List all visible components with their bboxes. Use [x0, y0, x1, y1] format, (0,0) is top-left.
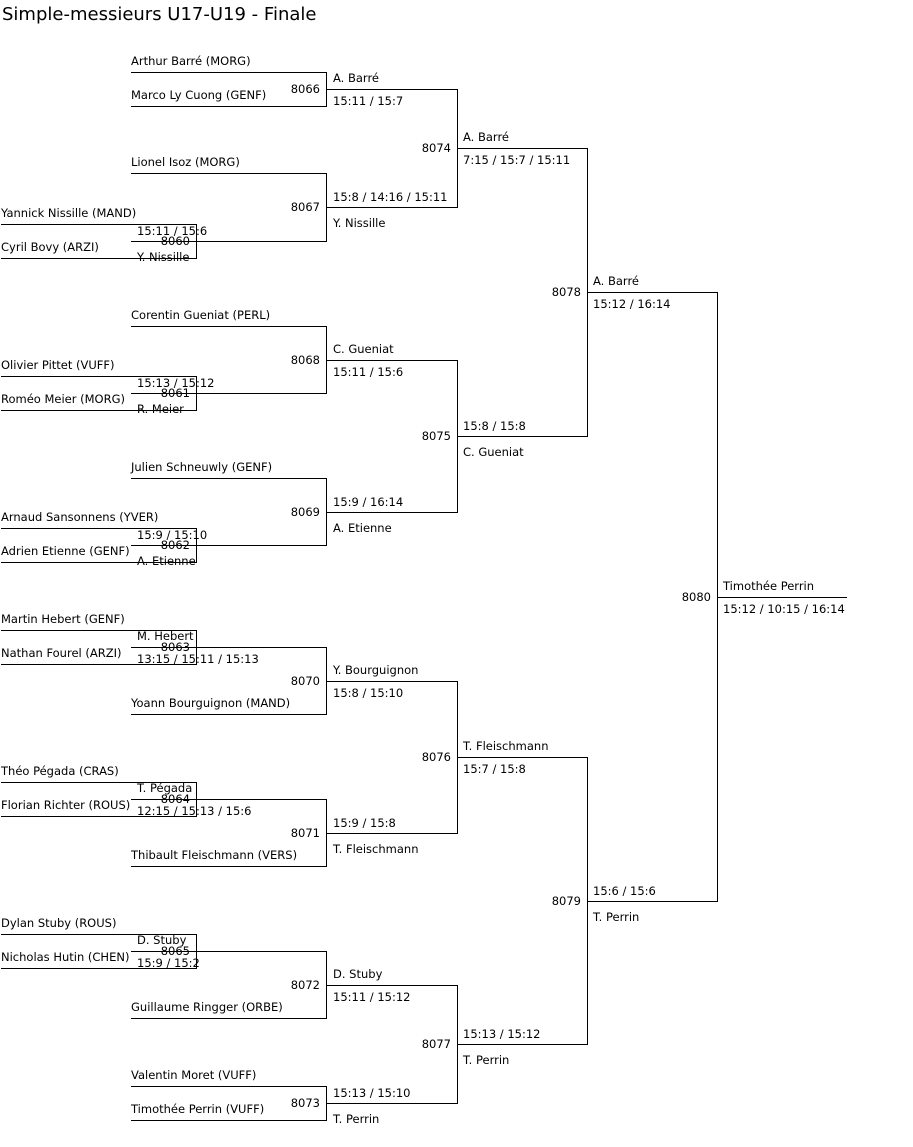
- match-score: 15:8 / 15:8: [463, 419, 526, 433]
- winner-name: A. Etienne: [137, 554, 196, 568]
- match-number: 8071: [291, 826, 320, 840]
- winner-name: Y. Nissille: [136, 250, 189, 264]
- player-name: Corentin Gueniat (PERL): [131, 308, 270, 322]
- match-number: 8080: [682, 590, 711, 604]
- player-name: Marco Ly Cuong (GENF): [131, 88, 266, 102]
- match-score: 15:9 / 15:10: [137, 528, 207, 542]
- player-name: Lionel Isoz (MORG): [131, 155, 240, 169]
- match-score: 15:13 / 15:10: [333, 1086, 410, 1100]
- match-score: 15:8 / 15:10: [333, 686, 403, 700]
- match-score: 15:9 / 16:14: [333, 495, 403, 509]
- player-name: Roméo Meier (MORG): [1, 392, 125, 406]
- winner-name: Y. Bourguignon: [332, 663, 418, 677]
- winner-name: A. Barré: [333, 71, 379, 85]
- player-name: Yoann Bourguignon (MAND): [130, 696, 290, 710]
- match-score: 15:6 / 15:6: [593, 884, 656, 898]
- player-name: Florian Richter (ROUS): [1, 798, 130, 812]
- winner-name: C. Gueniat: [333, 342, 394, 356]
- match-score: 15:13 / 15:12: [463, 1027, 540, 1041]
- match-score: 15:12 / 10:15 / 16:14: [723, 602, 845, 616]
- match-number: 8069: [291, 505, 320, 519]
- match-score: 12:15 / 15:13 / 15:6: [137, 804, 251, 818]
- match-score: 15:13 / 15:12: [137, 376, 214, 390]
- player-name: Adrien Etienne (GENF): [1, 544, 130, 558]
- player-name: Olivier Pittet (VUFF): [1, 358, 115, 372]
- winner-name: T. Fleischmann: [462, 739, 548, 753]
- player-name: Timothée Perrin (VUFF): [130, 1102, 264, 1116]
- winner-name: T. Perrin: [592, 910, 639, 924]
- winner-name: R. Meier: [137, 402, 184, 416]
- player-name: Yannick Nissille (MAND): [0, 206, 136, 220]
- page-title: Simple-messieurs U17-U19 - Finale: [2, 4, 317, 25]
- winner-name: T. Fleischmann: [332, 842, 418, 856]
- match-number: 8068: [291, 353, 320, 367]
- winner-name: M. Hebert: [137, 629, 194, 643]
- player-name: Thibault Fleischmann (VERS): [130, 848, 297, 862]
- winner-name: C. Gueniat: [463, 445, 524, 459]
- match-score: 15:11 / 15:12: [333, 990, 410, 1004]
- winner-name: D. Stuby: [333, 967, 383, 981]
- player-name: Cyril Bovy (ARZI): [1, 240, 99, 254]
- player-name: Arnaud Sansonnens (YVER): [1, 510, 158, 524]
- match-score: 13:15 / 15:11 / 15:13: [137, 652, 259, 666]
- match-number: 8078: [552, 285, 581, 299]
- winner-name: Y. Nissille: [332, 216, 385, 230]
- match-number: 8072: [291, 978, 320, 992]
- player-name: Arthur Barré (MORG): [131, 54, 251, 68]
- match-score: 15:9 / 15:8: [333, 816, 396, 830]
- player-name: Théo Pégada (CRAS): [0, 764, 119, 778]
- match-number: 8074: [422, 141, 451, 155]
- player-name: Guillaume Ringger (ORBE): [131, 1000, 283, 1014]
- player-name: Valentin Moret (VUFF): [131, 1068, 256, 1082]
- winner-name: A. Barré: [463, 130, 509, 144]
- match-score: 15:11 / 15:6: [333, 365, 403, 379]
- player-name: Dylan Stuby (ROUS): [1, 916, 116, 930]
- match-score: 15:11 / 15:7: [333, 94, 403, 108]
- match-number: 8067: [291, 200, 320, 214]
- match-score: 15:7 / 15:8: [463, 762, 526, 776]
- match-number: 8075: [422, 429, 451, 443]
- player-name: Nicholas Hutin (CHEN): [1, 950, 129, 964]
- match-score: 15:12 / 16:14: [593, 297, 670, 311]
- winner-name: T. Perrin: [332, 1112, 379, 1126]
- player-name: Martin Hebert (GENF): [1, 612, 125, 626]
- player-name: Nathan Fourel (ARZI): [1, 646, 121, 660]
- match-number: 8066: [291, 82, 320, 96]
- match-score: 15:11 / 15:6: [137, 224, 207, 238]
- match-number: 8073: [291, 1096, 320, 1110]
- match-score: 15:9 / 15:2: [137, 956, 200, 970]
- winner-name: A. Etienne: [333, 521, 392, 535]
- winner-name: Timothée Perrin: [722, 579, 814, 593]
- match-number: 8079: [552, 894, 581, 908]
- winner-name: A. Barré: [593, 274, 639, 288]
- match-number: 8070: [291, 674, 320, 688]
- match-number: 8077: [422, 1037, 451, 1051]
- match-number: 8076: [422, 750, 451, 764]
- match-score: 7:15 / 15:7 / 15:11: [463, 153, 570, 167]
- player-name: Julien Schneuwly (GENF): [130, 460, 272, 474]
- winner-name: T. Pégada: [136, 781, 192, 795]
- winner-name: D. Stuby: [137, 933, 187, 947]
- winner-name: T. Perrin: [462, 1053, 509, 1067]
- match-score: 15:8 / 14:16 / 15:11: [333, 190, 447, 204]
